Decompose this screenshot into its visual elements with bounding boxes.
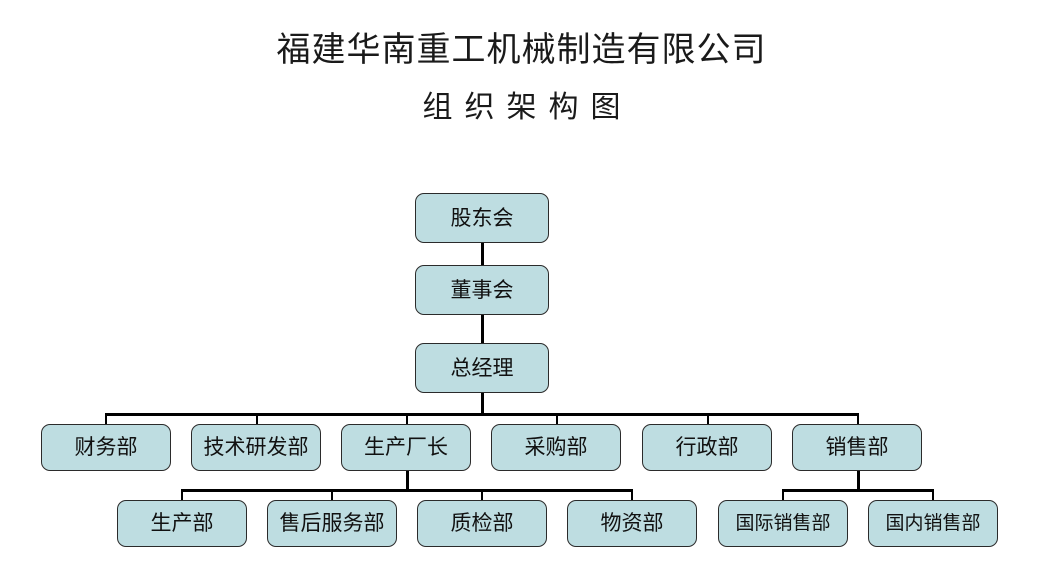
node-shareholders-meeting[interactable]: 股东会 <box>415 193 549 243</box>
node-after-sales-dept[interactable]: 售后服务部 <box>267 500 397 547</box>
connector-stub-production-manager <box>406 413 408 425</box>
connector-stub-international-sales <box>782 489 784 501</box>
connector-stub-domestic-sales <box>932 489 934 501</box>
node-quality-inspection-dept[interactable]: 质检部 <box>417 500 547 547</box>
connector-gm-drop <box>481 393 484 415</box>
node-board-of-directors[interactable]: 董事会 <box>415 265 549 315</box>
connector-shareholders-to-board <box>481 243 484 265</box>
connector-stub-quality <box>481 489 483 501</box>
connector-bus-production <box>181 489 632 492</box>
connector-production-manager-drop <box>406 471 409 491</box>
connector-bus-level4 <box>105 413 858 416</box>
connector-bus-sales <box>782 489 934 492</box>
node-administration-dept[interactable]: 行政部 <box>642 424 772 471</box>
connector-board-to-gm <box>481 315 484 343</box>
node-finance-dept[interactable]: 财务部 <box>41 424 171 471</box>
connector-stub-purchasing <box>556 413 558 425</box>
chart-title-block: 福建华南重工机械制造有限公司 组织架构图 <box>0 0 1043 128</box>
node-general-manager[interactable]: 总经理 <box>415 343 549 393</box>
connector-stub-materials <box>631 489 633 501</box>
connector-stub-production-dept <box>181 489 183 501</box>
connector-stub-administration <box>707 413 709 425</box>
node-materials-dept[interactable]: 物资部 <box>567 500 697 547</box>
node-production-manager[interactable]: 生产厂长 <box>341 424 471 471</box>
connector-stub-sales <box>857 413 859 425</box>
connector-stub-after-sales <box>331 489 333 501</box>
connector-sales-drop <box>857 471 860 491</box>
node-purchasing-dept[interactable]: 采购部 <box>491 424 621 471</box>
node-sales-dept[interactable]: 销售部 <box>792 424 922 471</box>
node-rnd-dept[interactable]: 技术研发部 <box>191 424 321 471</box>
node-international-sales-dept[interactable]: 国际销售部 <box>718 500 848 547</box>
node-domestic-sales-dept[interactable]: 国内销售部 <box>868 500 998 547</box>
chart-subtitle: 组织架构图 <box>422 90 633 125</box>
connector-stub-rnd <box>256 413 258 425</box>
node-production-dept[interactable]: 生产部 <box>117 500 247 547</box>
company-title: 福建华南重工机械制造有限公司 <box>276 30 767 70</box>
connector-stub-finance <box>105 413 107 425</box>
